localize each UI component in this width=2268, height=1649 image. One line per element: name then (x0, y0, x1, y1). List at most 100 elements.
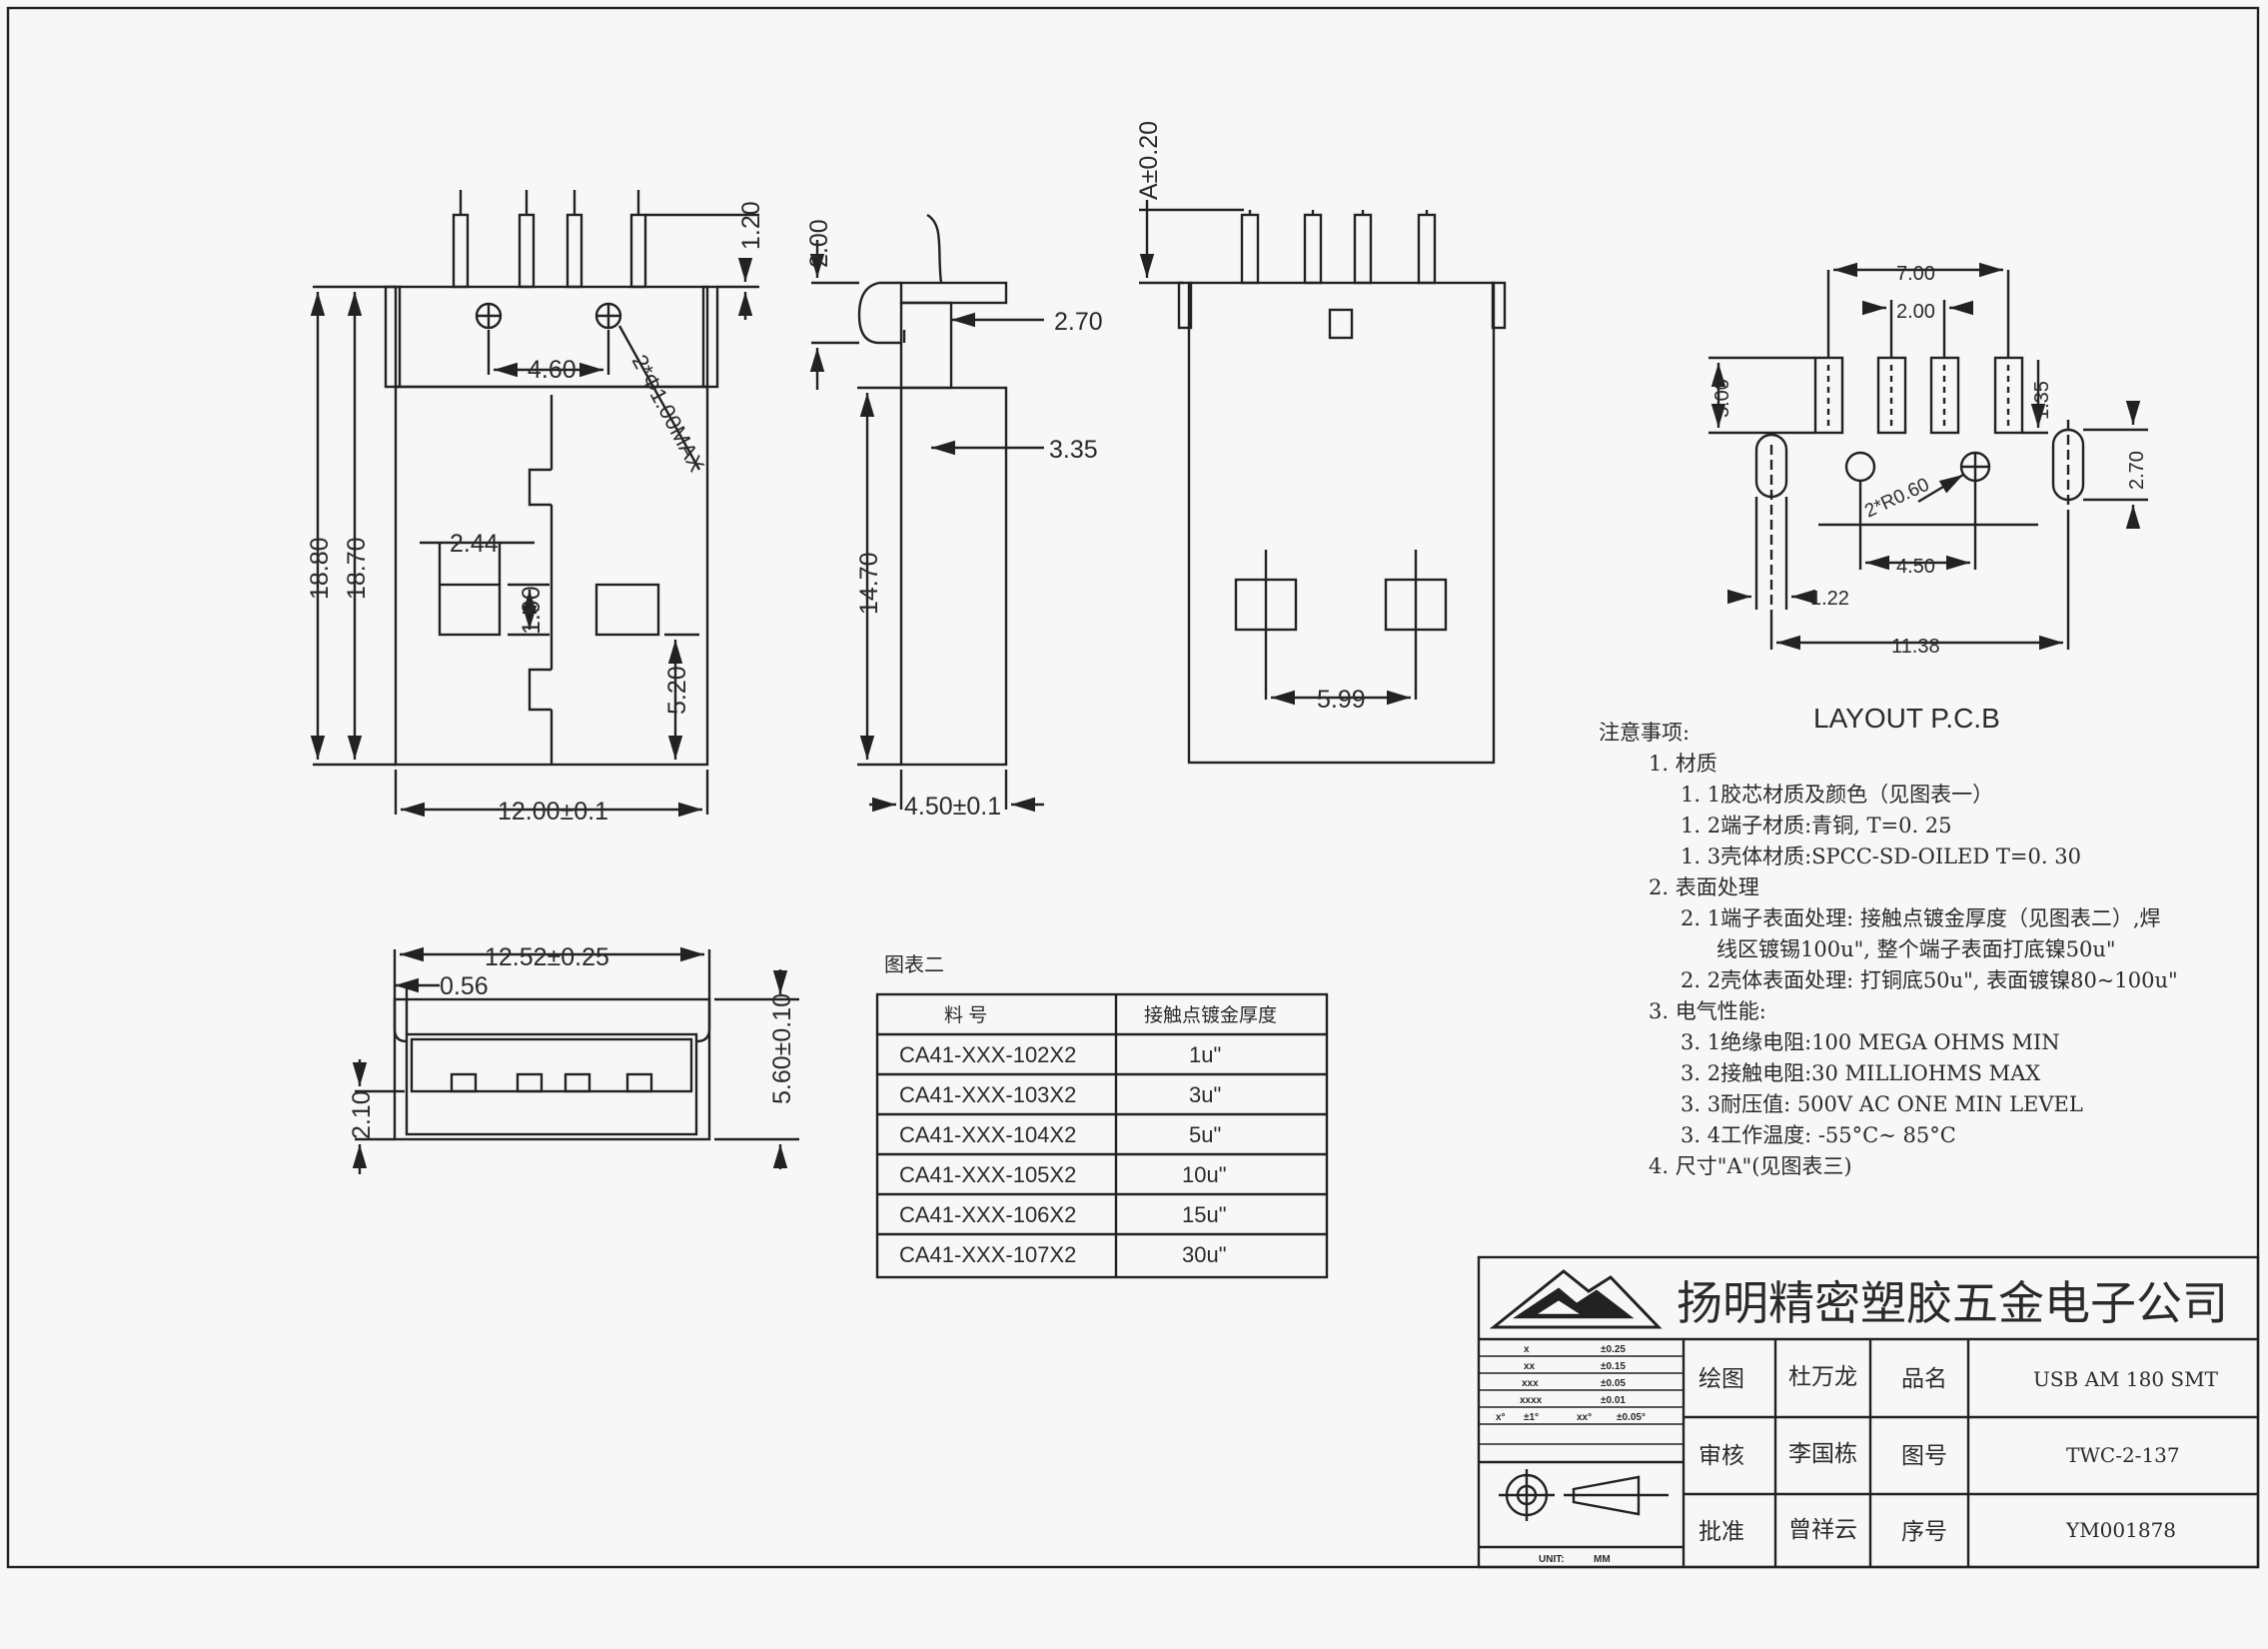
tol-label: xxxx (1520, 1395, 1543, 1406)
angle-tol: xx° (1577, 1412, 1592, 1423)
note-line: 3. 1绝缘电阻:100 MEGA OHMS MIN (1681, 1030, 2060, 1054)
dim-spring-w: 2.44 (450, 530, 499, 558)
dim-pcb-122: 1.22 (1810, 588, 1849, 610)
angle-tol: ±0.05° (1617, 1412, 1646, 1423)
unit-label: UNIT: (1539, 1554, 1565, 1565)
table-row-5-thick: 15u" (1182, 1202, 1227, 1227)
angle-tol: ±1° (1524, 1412, 1539, 1423)
drawn-by: 杜万龙 (1788, 1364, 1857, 1390)
note-line: 3. 3耐压值: 500V AC ONE MIN LEVEL (1681, 1092, 2083, 1116)
table-header-plating: 接触点镀金厚度 (1144, 1004, 1277, 1026)
table-row-2-thick: 3u" (1189, 1082, 1221, 1107)
tol-label: xxx (1522, 1378, 1539, 1389)
note-line: 4. 尺寸"A"(见图表三) (1649, 1154, 1852, 1178)
dim-side-270: 2.70 (1054, 308, 1103, 336)
note-line: 2. 表面处理 (1649, 875, 1759, 899)
dim-front-056: 0.56 (440, 972, 489, 1000)
dim-pcb-300: 3.00 (1711, 379, 1733, 418)
tol-label: xx (1524, 1361, 1536, 1372)
dim-pcb-700: 7.00 (1896, 263, 1935, 285)
pcb-layout (1708, 262, 2148, 651)
note-line: 1. 2端子材质:青铜, T=0. 25 (1681, 814, 1952, 837)
drawing-no: TWC-2-137 (2066, 1443, 2180, 1467)
dim-hole-pitch: 4.60 (528, 356, 576, 384)
dim-pcb-270: 2.70 (2126, 451, 2148, 490)
note-line: 1. 3壳体材质:SPCC-SD-OILED T=0. 30 (1681, 844, 2081, 868)
approved-by: 曾祥云 (1788, 1517, 1857, 1543)
checked-by: 李国栋 (1788, 1441, 1857, 1467)
dim-front-h: 5.60±0.10 (768, 993, 796, 1104)
dim-spring-h: 1.90 (518, 586, 546, 635)
table-row-6-part: CA41-XXX-107X2 (899, 1242, 1076, 1267)
dim-side-top: 2.00 (805, 219, 833, 268)
note-line: 2. 2壳体表面处理: 打铜底50u", 表面镀镍80~100u" (1681, 968, 2178, 992)
dim-total-len: 18.80 (306, 537, 334, 600)
dim-front-w: 12.52±0.25 (485, 943, 609, 971)
dim-pcb-135: 1.35 (2031, 381, 2053, 420)
tol-value: ±0.25 (1601, 1344, 1626, 1355)
dim-rear-599: 5.99 (1317, 686, 1366, 714)
tol-value: ±0.05 (1601, 1378, 1626, 1389)
dim-side-len: 14.70 (855, 552, 883, 615)
table-row-4-part: CA41-XXX-105X2 (899, 1162, 1076, 1187)
table-2: 图表二 料 号 接触点镀金厚度 CA41-XXX-102X2 1u" CA41-… (884, 952, 1277, 1267)
title-block: 扬明精密塑胶五金电子公司 x ±0.25 xx ±0.15 xxx ±0.05 … (1496, 1276, 2228, 1565)
table-row-3-part: CA41-XXX-104X2 (899, 1122, 1076, 1147)
dim-pcb-1138: 11.38 (1891, 636, 1940, 658)
serial-label: 序号 (1901, 1519, 1947, 1545)
drawing-no-label: 图号 (1901, 1443, 1947, 1469)
note-line: 线区镀锡100u", 整个端子表面打底镍50u" (1716, 937, 2116, 961)
dim-width: 12.00±0.1 (498, 798, 608, 825)
dim-body-len: 18.70 (343, 537, 371, 600)
table-2-grid (875, 992, 1329, 1279)
dimension-labels: 4.60 2.44 12.00±0.1 2.70 3.35 4.50±0.1 5… (440, 263, 1940, 1000)
dim-front-210: 2.10 (348, 1090, 376, 1139)
note-line: 1. 1胶芯材质及颜色（见图表一） (1681, 783, 1993, 807)
angle-tol: x° (1496, 1412, 1506, 1423)
top-view (310, 190, 759, 818)
tol-label: x (1524, 1344, 1530, 1355)
sheet-border (6, 6, 2260, 1569)
dim-a: A±0.20 (1135, 121, 1163, 200)
dim-side-thick: 4.50±0.1 (904, 793, 1001, 821)
table-row-2-part: CA41-XXX-103X2 (899, 1082, 1076, 1107)
table-row-3-thick: 5u" (1189, 1122, 1221, 1147)
table-header-part: 料 号 (944, 1004, 987, 1026)
table-row-4-thick: 10u" (1182, 1162, 1227, 1187)
front-view (352, 946, 799, 1174)
dim-pin-protrusion: 1.20 (737, 201, 765, 250)
note-line: 3. 2接触电阻:30 MILLIOHMS MAX (1681, 1061, 2040, 1085)
note-line: 2. 1端子表面处理: 接触点镀金厚度（见图表二）,焊 (1681, 906, 2161, 930)
dim-pcb-200: 2.00 (1896, 301, 1935, 323)
notes-heading: 注意事项: (1599, 721, 1690, 745)
tol-value: ±0.01 (1601, 1395, 1626, 1406)
company-name: 扬明精密塑胶五金电子公司 (1677, 1276, 2228, 1330)
unit-value: MM (1594, 1554, 1611, 1565)
serial-no: YM001878 (2065, 1518, 2176, 1542)
rear-view (1139, 200, 1507, 765)
side-view (809, 213, 1044, 813)
company-logo (1489, 1269, 1663, 1329)
title-block-grid (1477, 1255, 2260, 1569)
notes: 注意事项: 1. 材质 1. 1胶芯材质及颜色（见图表一） 1. 2端子材质:青… (1599, 721, 2178, 1178)
drawn-label: 绘图 (1699, 1366, 1744, 1392)
dim-hole-dia: 2*Φ1.00MAX (627, 351, 710, 477)
tol-value: ±0.15 (1601, 1361, 1626, 1372)
table-row-1-part: CA41-XXX-102X2 (899, 1042, 1076, 1067)
table-row-5-part: CA41-XXX-106X2 (899, 1202, 1076, 1227)
note-line: 3. 4工作温度: -55°C~ 85°C (1681, 1123, 1956, 1147)
dim-side-335: 3.35 (1049, 436, 1098, 464)
table-2-title: 图表二 (884, 952, 944, 976)
table-row-1-thick: 1u" (1189, 1042, 1221, 1067)
dim-pcb-450: 4.50 (1896, 556, 1935, 578)
name-label: 品名 (1901, 1366, 1947, 1392)
note-line: 3. 电气性能: (1649, 999, 1766, 1023)
table-row-6-thick: 30u" (1182, 1242, 1227, 1267)
approved-label: 批准 (1699, 1519, 1744, 1545)
dim-spring-pos: 5.20 (663, 666, 691, 715)
checked-label: 审核 (1699, 1443, 1744, 1469)
note-line: 1. 材质 (1649, 752, 1717, 776)
pcb-layout-title: LAYOUT P.C.B (1813, 703, 2000, 734)
